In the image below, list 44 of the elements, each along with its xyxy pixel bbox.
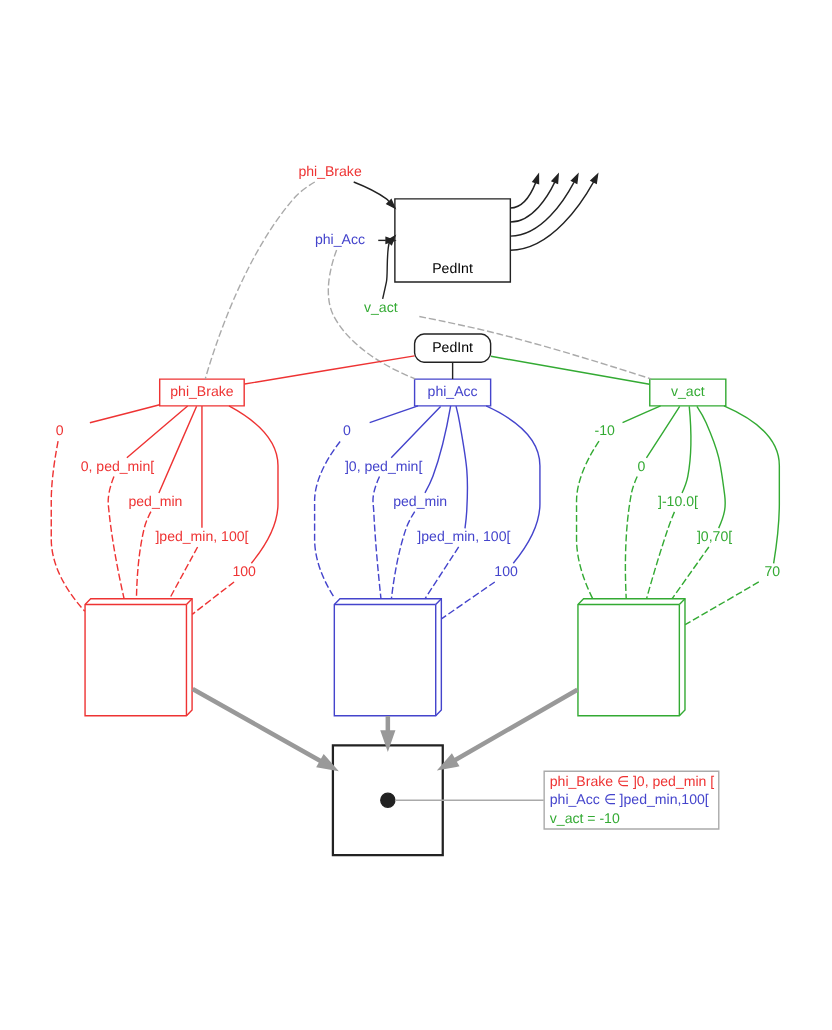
connector [681, 405, 692, 494]
connector [621, 405, 662, 424]
arrow [509, 172, 599, 251]
connector [107, 475, 125, 600]
connector [424, 405, 452, 494]
connector [645, 405, 681, 459]
connector [575, 440, 600, 600]
connector [372, 475, 382, 600]
cluster [331, 744, 444, 857]
arrow [509, 172, 560, 223]
connector [50, 440, 86, 612]
connector [228, 405, 279, 564]
arrow [353, 181, 397, 210]
connector [243, 355, 416, 385]
connector [455, 405, 469, 530]
connector [624, 475, 638, 600]
connector [723, 405, 781, 565]
connector [327, 249, 417, 380]
connector [671, 546, 710, 600]
connector [696, 405, 727, 529]
connector [204, 181, 316, 380]
connector [441, 581, 496, 620]
connector [201, 405, 203, 529]
arrow [191, 687, 339, 772]
connector [485, 405, 541, 564]
connector [313, 440, 341, 600]
connector [158, 405, 198, 494]
connector [645, 511, 676, 600]
connector [126, 405, 189, 459]
connector [135, 510, 152, 600]
connector [368, 405, 419, 424]
connector [394, 799, 545, 801]
connector [390, 510, 416, 599]
connector [168, 546, 199, 600]
connector [390, 405, 442, 459]
arrow [509, 172, 540, 209]
connector [490, 355, 651, 385]
connector [191, 581, 235, 616]
connector [684, 581, 760, 626]
arrow [509, 172, 579, 237]
connector [424, 546, 460, 600]
arrow [436, 687, 579, 771]
node-circle [380, 792, 396, 808]
connector [89, 404, 161, 424]
